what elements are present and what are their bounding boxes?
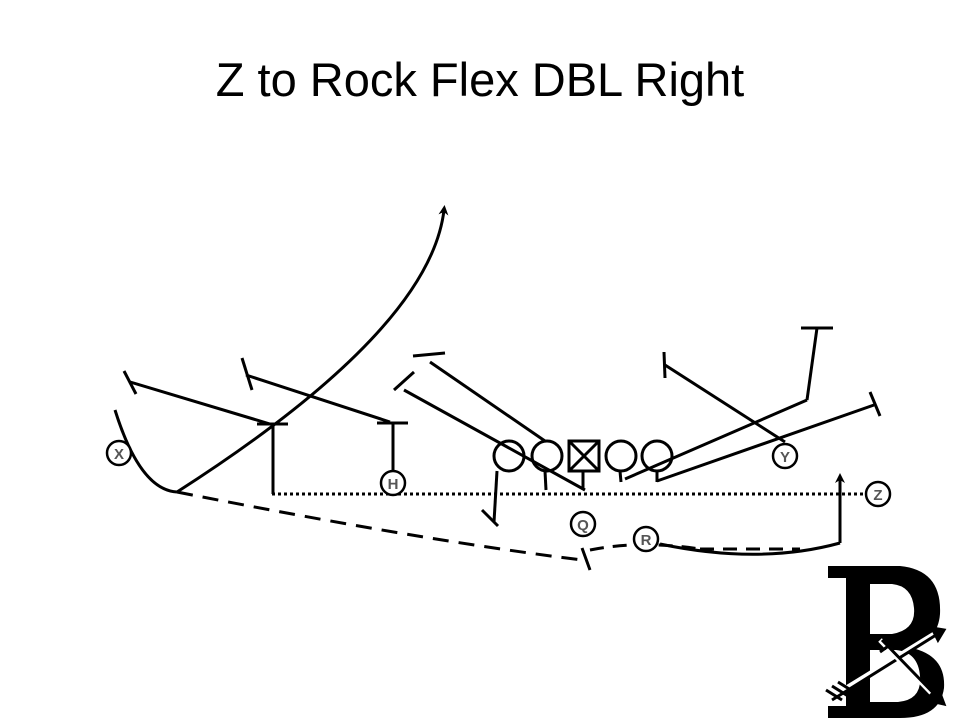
pitch-path <box>176 490 583 562</box>
player-label: Y <box>780 449 790 466</box>
team-logo <box>825 566 948 718</box>
rg-release-cap <box>868 391 882 417</box>
y-block-cap <box>662 351 667 379</box>
player-label: X <box>114 446 124 463</box>
line-blocks <box>480 470 659 528</box>
left-tackle <box>492 439 526 473</box>
lt-pull-cap <box>412 351 446 358</box>
lg-block <box>543 470 548 491</box>
x-vertical-route <box>176 205 449 494</box>
player-label: Q <box>577 517 589 534</box>
player-label: H <box>388 476 399 493</box>
lt-block <box>492 470 499 523</box>
x-motion-swoop <box>113 409 178 494</box>
player-x: X <box>105 439 133 467</box>
player-y: Y <box>771 442 799 470</box>
arrow-icon <box>828 625 946 701</box>
rg-block <box>618 470 623 483</box>
rt-stem <box>805 327 819 401</box>
rg-release-route <box>656 403 875 483</box>
page-title: Z to Rock Flex DBL Right <box>215 53 745 106</box>
x-block-cap <box>122 370 138 395</box>
arrow-icon <box>825 626 947 702</box>
lt-block-cap <box>480 508 500 528</box>
lt-pull-route <box>429 360 546 443</box>
arrow-icon <box>879 638 947 707</box>
x-block-route <box>129 380 271 426</box>
right-guard <box>604 439 638 473</box>
player-q: Q <box>569 510 597 538</box>
y-block-route <box>664 363 786 444</box>
player-r: R <box>632 525 660 553</box>
offensive-line <box>492 439 674 473</box>
player-label: R <box>641 532 652 549</box>
lg-pull-route <box>403 388 586 492</box>
left-routes <box>122 351 586 494</box>
center-x-mark <box>567 439 601 473</box>
left-guard <box>530 439 564 473</box>
player-z: Z <box>864 480 892 508</box>
q-block-line <box>580 547 592 571</box>
player-h: H <box>379 469 407 497</box>
h-block-cap <box>240 357 254 391</box>
players: X H Q R Y Z <box>105 439 892 553</box>
right-routes <box>624 326 882 483</box>
r-route <box>659 541 841 556</box>
player-label: Z <box>873 487 882 504</box>
rt-release-route <box>624 398 808 481</box>
h-block-route <box>245 373 391 424</box>
lg-pull-cap <box>392 370 416 392</box>
